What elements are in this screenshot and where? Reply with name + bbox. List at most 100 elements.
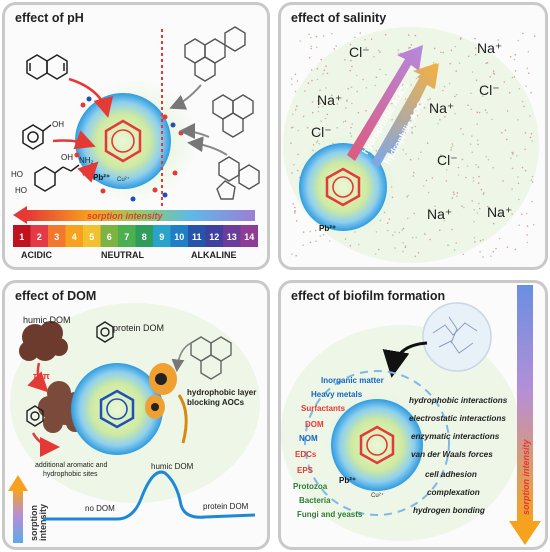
arrow-fluoranthene xyxy=(187,136,228,156)
sorption-intensity-bar xyxy=(27,210,255,221)
phenol-icon xyxy=(22,124,52,150)
panel-biofilm-title: effect of biofilm formation xyxy=(291,289,446,303)
sorption-intensity-bar xyxy=(517,285,533,521)
biofilm-component-label: Protozoa xyxy=(293,482,328,491)
acidic-label: ACIDIC xyxy=(21,250,52,260)
microplastic-particle-icon xyxy=(299,143,387,231)
arrow-dopamine xyxy=(77,161,99,183)
panel-salinity-title: effect of salinity xyxy=(291,11,387,25)
hydrophobic-layer-line xyxy=(177,394,188,444)
ph-cell xyxy=(13,225,31,247)
ph-number: 10 xyxy=(174,232,184,242)
curve-label-no-dom: no DOM xyxy=(85,504,115,513)
protein-dom-cluster xyxy=(145,363,177,419)
ph-number: 4 xyxy=(72,232,77,242)
biofilm-interaction-label: hydrophobic interactions xyxy=(409,396,508,405)
ion-cl-1: Cl⁻ xyxy=(349,44,370,60)
biofilm-component-label: Surfactants xyxy=(301,404,346,413)
panel-biofilm: effect of biofilm formation Pb²⁺ Cu²⁺ In… xyxy=(278,280,548,550)
naphthalene-icon xyxy=(26,54,68,80)
sorption-intensity-label: sorption intensity xyxy=(29,502,48,541)
pi-pi-label: π-π xyxy=(33,371,50,381)
biofilm-interaction-label: van der Waals forces xyxy=(411,450,493,459)
sorption-intensity-label: sorption intensity xyxy=(87,211,163,221)
sorption-intensity-label: sorption intensity xyxy=(521,439,531,515)
biofilm-component-label: EPS xyxy=(297,466,314,475)
neutral-label: NEUTRAL xyxy=(101,250,144,260)
ph-number: 13 xyxy=(227,232,237,242)
panel-salinity: effect of salinity Pb²⁺ hydrophobic AOCs… xyxy=(278,2,548,270)
panel-ph-title: effect of pH xyxy=(15,11,84,25)
arrow-humic-to-particle xyxy=(27,362,49,393)
ph-number: 2 xyxy=(37,232,42,242)
ph-number: 1 xyxy=(19,232,24,242)
pah-icon xyxy=(184,26,246,82)
biofilm-interaction-label: cell adhesion xyxy=(425,470,477,479)
ph-number: 14 xyxy=(244,232,254,242)
ph-number: 5 xyxy=(89,232,94,242)
ion-na-4: Na⁺ xyxy=(427,206,452,222)
arrow-pah xyxy=(169,84,202,110)
biofilm-component-label: Inorganic matter xyxy=(321,376,384,385)
biofilm-interaction-label: enzymatic interactions xyxy=(411,432,500,441)
curve-label-humic: humic DOM xyxy=(151,462,194,471)
dopamine-ho2-label: HO xyxy=(15,186,27,195)
ph-number: 3 xyxy=(54,232,59,242)
biofilm-component-label: DOM xyxy=(305,420,324,429)
ph-cell xyxy=(188,225,206,247)
ph-diagram: Pb²⁺ Cu²⁺ OH OH NH₂ HO HO xyxy=(11,26,260,260)
alkaline-label: ALKALINE xyxy=(191,250,237,260)
protein-dom-label: protein DOM xyxy=(113,323,164,333)
benzene-icon xyxy=(325,167,361,207)
pyrene-icon xyxy=(212,94,254,138)
ion-na-3: Na⁺ xyxy=(429,100,454,116)
additional-sites-label: additional aromatic and hydrophobic site… xyxy=(35,462,109,478)
arrow-fibre-to-particle xyxy=(382,341,428,378)
cu-label: Cu²⁺ xyxy=(117,176,130,183)
sorption-arrow-head xyxy=(13,206,27,224)
benzene-small-icon xyxy=(96,321,114,343)
biofilm-component-label: NOM xyxy=(299,434,318,443)
arrow-naphthalene xyxy=(68,77,114,118)
benzene-icon xyxy=(104,119,142,163)
dopamine-ho1-label: HO xyxy=(11,170,23,179)
biofilm-fibre-icon xyxy=(422,302,492,372)
microplastic-particle-icon xyxy=(75,93,171,189)
biofilm-interaction-label: hydrogen bonding xyxy=(413,506,485,515)
biofilm-interaction-list: hydrophobic interactions electrostatic in… xyxy=(409,396,508,515)
benzene-left-icon xyxy=(26,405,44,427)
biofilm-component-label: Bacteria xyxy=(299,496,331,505)
ph-number: 9 xyxy=(159,232,164,242)
dom-diagram: humic DOM protein DOM π-π xyxy=(8,303,260,543)
ph-cell xyxy=(205,225,223,247)
ph-cell xyxy=(65,225,83,247)
arrow-phenol xyxy=(52,130,96,150)
arrow-pyrene xyxy=(179,123,210,140)
ph-number: 7 xyxy=(124,232,129,242)
biofilm-ring xyxy=(304,370,450,516)
microplastic-particle-icon xyxy=(331,399,423,491)
benzene-icon xyxy=(99,389,135,429)
ph-cell xyxy=(135,225,153,247)
fluoranthene-icon xyxy=(216,156,260,200)
ph-number: 6 xyxy=(107,232,112,242)
humic-dom-blob xyxy=(19,321,68,361)
pb-label: Pb²⁺ xyxy=(339,476,356,485)
ion-cl-3: Cl⁻ xyxy=(311,124,332,140)
sorption-curve xyxy=(43,470,256,521)
panel-ph: effect of pH Pb²⁺ Cu²⁺ xyxy=(2,2,270,270)
pb-label: Pb²⁺ xyxy=(93,173,110,182)
biofilm-component-label: Fungi and yeasts xyxy=(297,510,363,519)
salinity-diagram: Pb²⁺ hydrophobic AOCs hydrophilic AOCs C… xyxy=(283,27,539,263)
dopamine-icon xyxy=(34,164,80,192)
panel-dom-title: effect of DOM xyxy=(15,289,97,303)
pb-label: Pb²⁺ xyxy=(319,224,336,233)
biofilm-interaction-label: electrostatic interactions xyxy=(409,414,506,423)
ion-cl-4: Cl⁻ xyxy=(437,152,458,168)
ph-cell xyxy=(30,225,48,247)
ph-number: 11 xyxy=(192,232,202,242)
sorption-intensity-bar xyxy=(13,489,23,543)
ph-cell xyxy=(223,225,241,247)
